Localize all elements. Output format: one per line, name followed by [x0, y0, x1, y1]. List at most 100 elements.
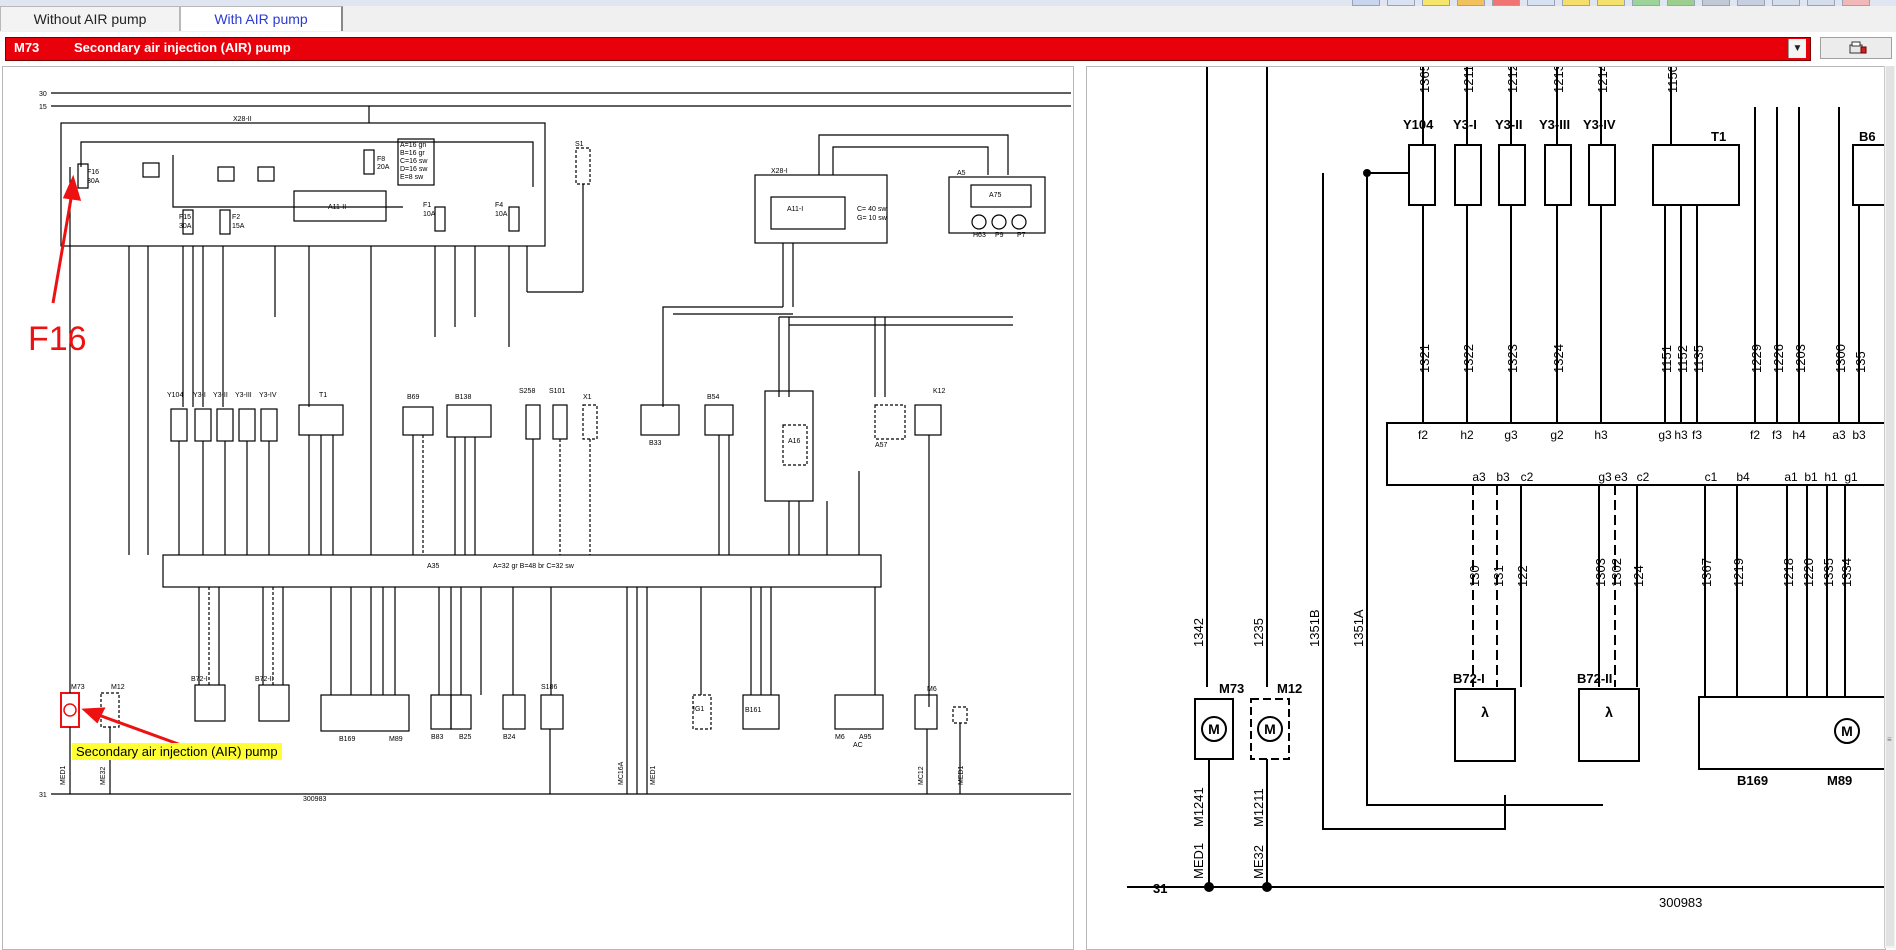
svg-text:M89: M89 — [1827, 773, 1852, 788]
svg-text:MC16A: MC16A — [618, 761, 625, 785]
svg-text:1135: 1135 — [1691, 345, 1706, 373]
svg-text:Y104: Y104 — [167, 392, 183, 399]
svg-text:F15: F15 — [179, 214, 191, 221]
svg-text:b4: b4 — [1736, 470, 1750, 484]
svg-text:B69: B69 — [407, 394, 420, 401]
svg-text:300983: 300983 — [1659, 895, 1702, 910]
toolbar-button[interactable] — [1702, 0, 1730, 6]
svg-text:15A: 15A — [232, 223, 245, 230]
toolbar-button[interactable] — [1807, 0, 1835, 6]
svg-text:30A: 30A — [179, 223, 192, 230]
svg-text:B72-II: B72-II — [1577, 671, 1612, 686]
toolbar-button[interactable] — [1597, 0, 1625, 6]
svg-text:A16: A16 — [788, 438, 801, 445]
svg-text:A57: A57 — [875, 442, 888, 449]
tab-bar: Without AIR pump With AIR pump — [0, 6, 1896, 32]
svg-text:B83: B83 — [431, 734, 444, 741]
svg-text:D=16 sw: D=16 sw — [400, 166, 428, 173]
rail-label-31: 31 — [39, 792, 47, 799]
svg-text:B138: B138 — [455, 394, 471, 401]
svg-text:h2: h2 — [1460, 428, 1474, 442]
svg-text:λ: λ — [1605, 704, 1613, 720]
chevron-down-icon[interactable]: ▼ — [1788, 39, 1806, 58]
svg-text:B72-II: B72-II — [255, 676, 274, 683]
svg-text:1365: 1365 — [1417, 67, 1432, 93]
scrollbar-thumb[interactable] — [1886, 66, 1894, 946]
svg-text:f2: f2 — [1418, 428, 1428, 442]
svg-text:P7: P7 — [1017, 232, 1026, 239]
svg-text:1321: 1321 — [1417, 344, 1432, 373]
toolbar-button[interactable] — [1667, 0, 1695, 6]
svg-text:30A: 30A — [87, 178, 100, 185]
svg-text:B169: B169 — [1737, 773, 1768, 788]
svg-text:Y3-II: Y3-II — [1495, 117, 1522, 132]
svg-text:Y104: Y104 — [1403, 117, 1434, 132]
toolbar-button[interactable] — [1492, 0, 1520, 6]
svg-text:MED1: MED1 — [60, 765, 67, 785]
svg-text:1213: 1213 — [1551, 67, 1566, 93]
schematic-zoom-pane[interactable]: M M M λ λ Y104 Y3-I Y3-II Y3-III Y3-IV T… — [1086, 66, 1886, 950]
svg-text:h1: h1 — [1824, 470, 1838, 484]
svg-text:M12: M12 — [111, 684, 125, 691]
svg-text:S101: S101 — [549, 388, 565, 395]
svg-text:B54: B54 — [707, 394, 720, 401]
toolbar-button[interactable] — [1842, 0, 1870, 6]
svg-text:1367: 1367 — [1699, 558, 1714, 587]
svg-text:A=16 gn: A=16 gn — [400, 142, 426, 149]
svg-text:1235: 1235 — [1251, 618, 1266, 647]
svg-text:1323: 1323 — [1505, 344, 1520, 373]
svg-text:F1: F1 — [423, 202, 431, 209]
toolbar-button[interactable] — [1352, 0, 1380, 6]
svg-text:1334: 1334 — [1839, 558, 1854, 587]
printer-icon — [1849, 41, 1867, 54]
svg-text:S186: S186 — [541, 684, 557, 691]
svg-text:g1: g1 — [1844, 470, 1858, 484]
toolbar-button[interactable] — [1772, 0, 1800, 6]
print-button[interactable] — [1820, 37, 1892, 59]
svg-text:F16: F16 — [87, 169, 99, 176]
svg-text:20A: 20A — [377, 164, 390, 171]
m73-highlight — [63, 703, 77, 717]
svg-text:B72-I: B72-I — [1453, 671, 1485, 686]
toolbar-button[interactable] — [1422, 0, 1450, 6]
svg-text:f2: f2 — [1750, 428, 1760, 442]
svg-text:a3: a3 — [1832, 428, 1846, 442]
svg-text:10A: 10A — [423, 211, 436, 218]
svg-text:Y3-IV: Y3-IV — [259, 392, 277, 399]
vertical-scrollbar[interactable]: ≡ — [1884, 66, 1895, 948]
svg-text:h4: h4 — [1792, 428, 1806, 442]
svg-text:f3: f3 — [1692, 428, 1702, 442]
tab-without-air-pump[interactable]: Without AIR pump — [0, 6, 180, 31]
svg-text:1351B: 1351B — [1307, 609, 1322, 647]
toolbar-button[interactable] — [1562, 0, 1590, 6]
svg-text:MED1: MED1 — [1191, 843, 1206, 879]
svg-text:Y3-III: Y3-III — [235, 392, 252, 399]
svg-text:131: 131 — [1491, 565, 1506, 587]
component-code: M73 — [14, 40, 40, 55]
svg-text:M1211: M1211 — [1251, 788, 1266, 827]
toolbar-button[interactable] — [1457, 0, 1485, 6]
tab-with-air-pump[interactable]: With AIR pump — [180, 6, 343, 31]
svg-text:a3: a3 — [1472, 470, 1486, 484]
svg-text:IG1: IG1 — [693, 706, 704, 713]
component-selector[interactable]: M73 Secondary air injection (AIR) pump — [5, 37, 1811, 61]
svg-text:1211: 1211 — [1461, 67, 1476, 93]
svg-text:1342: 1342 — [1191, 618, 1206, 647]
toolbar-button[interactable] — [1527, 0, 1555, 6]
toolbar-button[interactable] — [1632, 0, 1660, 6]
svg-text:Y3-III: Y3-III — [1539, 117, 1570, 132]
svg-text:λ: λ — [1481, 704, 1489, 720]
toolbar-button[interactable] — [1387, 0, 1415, 6]
svg-text:A=32 gr B=48 br C=32 sw: A=32 gr B=48 br C=32 sw — [493, 563, 575, 570]
svg-text:P9: P9 — [995, 232, 1004, 239]
svg-text:1152: 1152 — [1675, 345, 1690, 373]
svg-text:B=16 gr: B=16 gr — [400, 150, 425, 157]
svg-text:M89: M89 — [389, 736, 403, 743]
svg-text:X1: X1 — [583, 394, 592, 401]
toolbar-button[interactable] — [1737, 0, 1765, 6]
svg-text:g3: g3 — [1504, 428, 1518, 442]
svg-text:1351A: 1351A — [1351, 609, 1366, 647]
schematic-overview-pane[interactable]: 30 15 31 X28-II F16 30A F15 30A F2 15A F… — [2, 66, 1074, 950]
svg-text:M1241: M1241 — [1191, 787, 1206, 827]
svg-text:F8: F8 — [377, 156, 385, 163]
